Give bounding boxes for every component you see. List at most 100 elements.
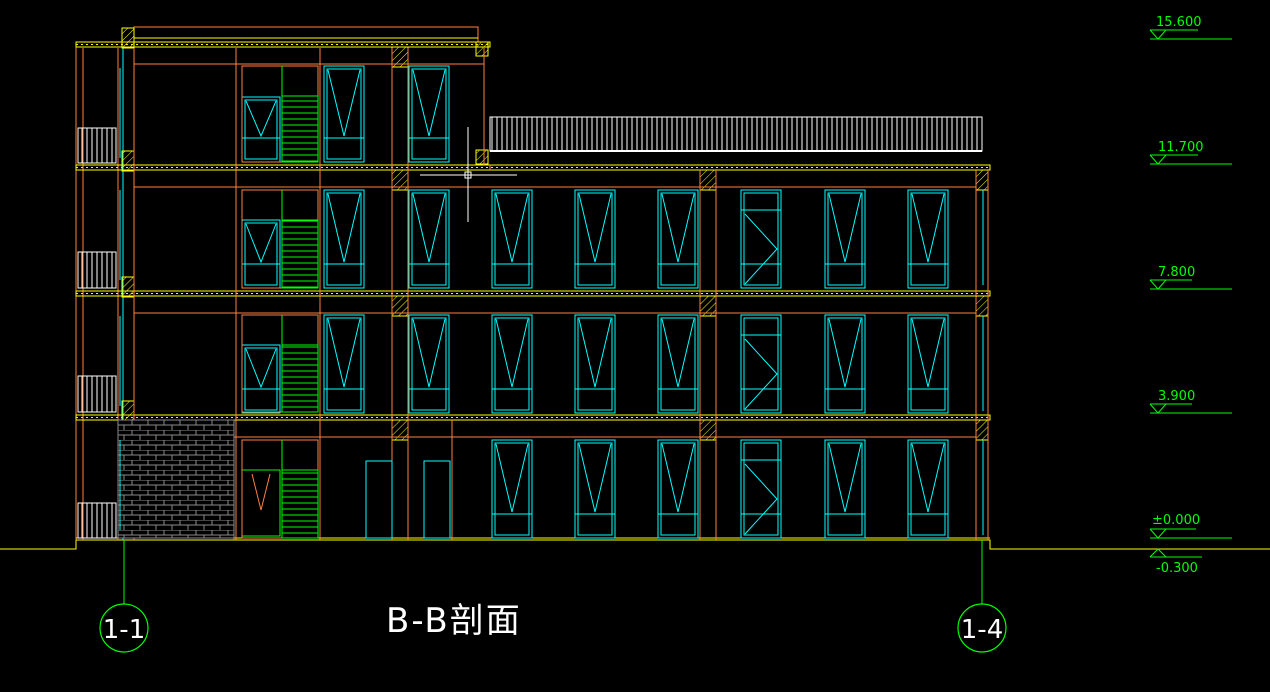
building-section — [75, 26, 991, 540]
window-frame — [408, 189, 450, 289]
window-frame — [241, 344, 281, 414]
window-frame-inner — [743, 317, 779, 411]
window — [907, 189, 949, 289]
window-opening-mark — [245, 100, 277, 138]
window-opening-mark — [245, 348, 277, 389]
window-frame — [241, 469, 281, 537]
window-frame — [907, 314, 949, 414]
window-opening-mark — [828, 443, 862, 513]
window — [408, 314, 450, 414]
beam-section — [121, 400, 135, 422]
window-frame-inner — [494, 192, 530, 286]
window-opening-mark — [828, 193, 862, 263]
window-frame — [740, 439, 782, 539]
window-frame-inner — [411, 317, 447, 411]
window — [657, 439, 699, 539]
window — [491, 439, 533, 539]
window-frame-inner — [910, 317, 946, 411]
axis-label: 1-4 — [961, 615, 1003, 645]
window-frame-inner — [577, 317, 613, 411]
window-opening-mark — [327, 69, 361, 137]
window-opening-mark — [661, 318, 695, 388]
window — [323, 65, 365, 163]
window — [657, 189, 699, 289]
window-frame-inner — [910, 442, 946, 536]
window — [824, 189, 866, 289]
window — [408, 189, 450, 289]
window-frame-inner — [827, 442, 863, 536]
window-frame — [574, 314, 616, 414]
window-frame — [657, 314, 699, 414]
beam-section — [975, 169, 989, 191]
window — [408, 65, 450, 163]
window — [907, 314, 949, 414]
elevation-label: 3.900 — [1158, 389, 1195, 404]
beam-section — [975, 295, 989, 317]
window — [824, 439, 866, 539]
window — [824, 314, 866, 414]
door — [365, 460, 393, 539]
window-frame — [323, 65, 365, 163]
window-opening-mark — [495, 318, 529, 388]
window-frame-inner — [660, 192, 696, 286]
window-frame — [657, 439, 699, 539]
window-frame — [824, 189, 866, 289]
window-frame — [657, 189, 699, 289]
window-opening-mark — [578, 193, 612, 263]
window-group — [119, 65, 984, 539]
axis-marker-1-4: 1-4 — [957, 540, 1007, 653]
elevation-marker-7800: 7.800 — [1149, 265, 1232, 290]
window-frame-inner — [743, 192, 779, 286]
window — [491, 314, 533, 414]
window-frame — [408, 314, 450, 414]
window — [241, 344, 281, 414]
elevation-label: 11.700 — [1158, 140, 1204, 155]
window — [491, 189, 533, 289]
window-frame-inner — [326, 68, 362, 160]
window-opening-mark — [911, 193, 945, 263]
window-frame — [323, 314, 365, 414]
window-frame-inner — [326, 192, 362, 286]
balcony-railing — [77, 375, 117, 413]
window-frame — [491, 439, 533, 539]
window-opening-mark — [911, 318, 945, 388]
window — [574, 439, 616, 539]
window-opening-mark — [245, 223, 277, 264]
balcony-railing — [77, 127, 117, 164]
window-frame-inner — [660, 317, 696, 411]
stair-flight — [281, 219, 319, 289]
window-frame — [491, 189, 533, 289]
window-frame-inner — [743, 442, 779, 536]
window-frame — [241, 96, 281, 163]
window-frame-inner — [577, 192, 613, 286]
axis-marker-1-1: 1-1 — [99, 540, 149, 653]
door — [423, 460, 451, 539]
elevation-marker-11700: 11.700 — [1149, 140, 1232, 165]
stair-group — [241, 65, 319, 539]
window-opening-mark — [661, 443, 695, 513]
window-frame-inner — [494, 317, 530, 411]
window-opening-mark — [327, 318, 361, 388]
stair-flight — [281, 95, 319, 163]
balcony-railing — [77, 502, 117, 539]
window-opening-mark — [744, 213, 778, 285]
ground-line — [0, 539, 1270, 550]
beam-section — [475, 149, 489, 165]
window-frame — [574, 439, 616, 539]
window-opening-mark — [251, 473, 271, 511]
balcony-railings — [77, 116, 983, 539]
window-opening-mark — [412, 318, 446, 388]
window-frame — [740, 189, 782, 289]
window-frame-inner — [244, 222, 278, 286]
window — [740, 439, 782, 539]
window — [740, 189, 782, 289]
window — [241, 219, 281, 289]
window-opening-mark — [578, 443, 612, 513]
window-frame-inner — [577, 442, 613, 536]
window-opening-mark — [744, 463, 778, 535]
window-opening-mark — [744, 338, 778, 410]
window-frame — [408, 65, 450, 163]
crosshair-cursor-icon — [420, 127, 517, 222]
window-frame — [824, 439, 866, 539]
